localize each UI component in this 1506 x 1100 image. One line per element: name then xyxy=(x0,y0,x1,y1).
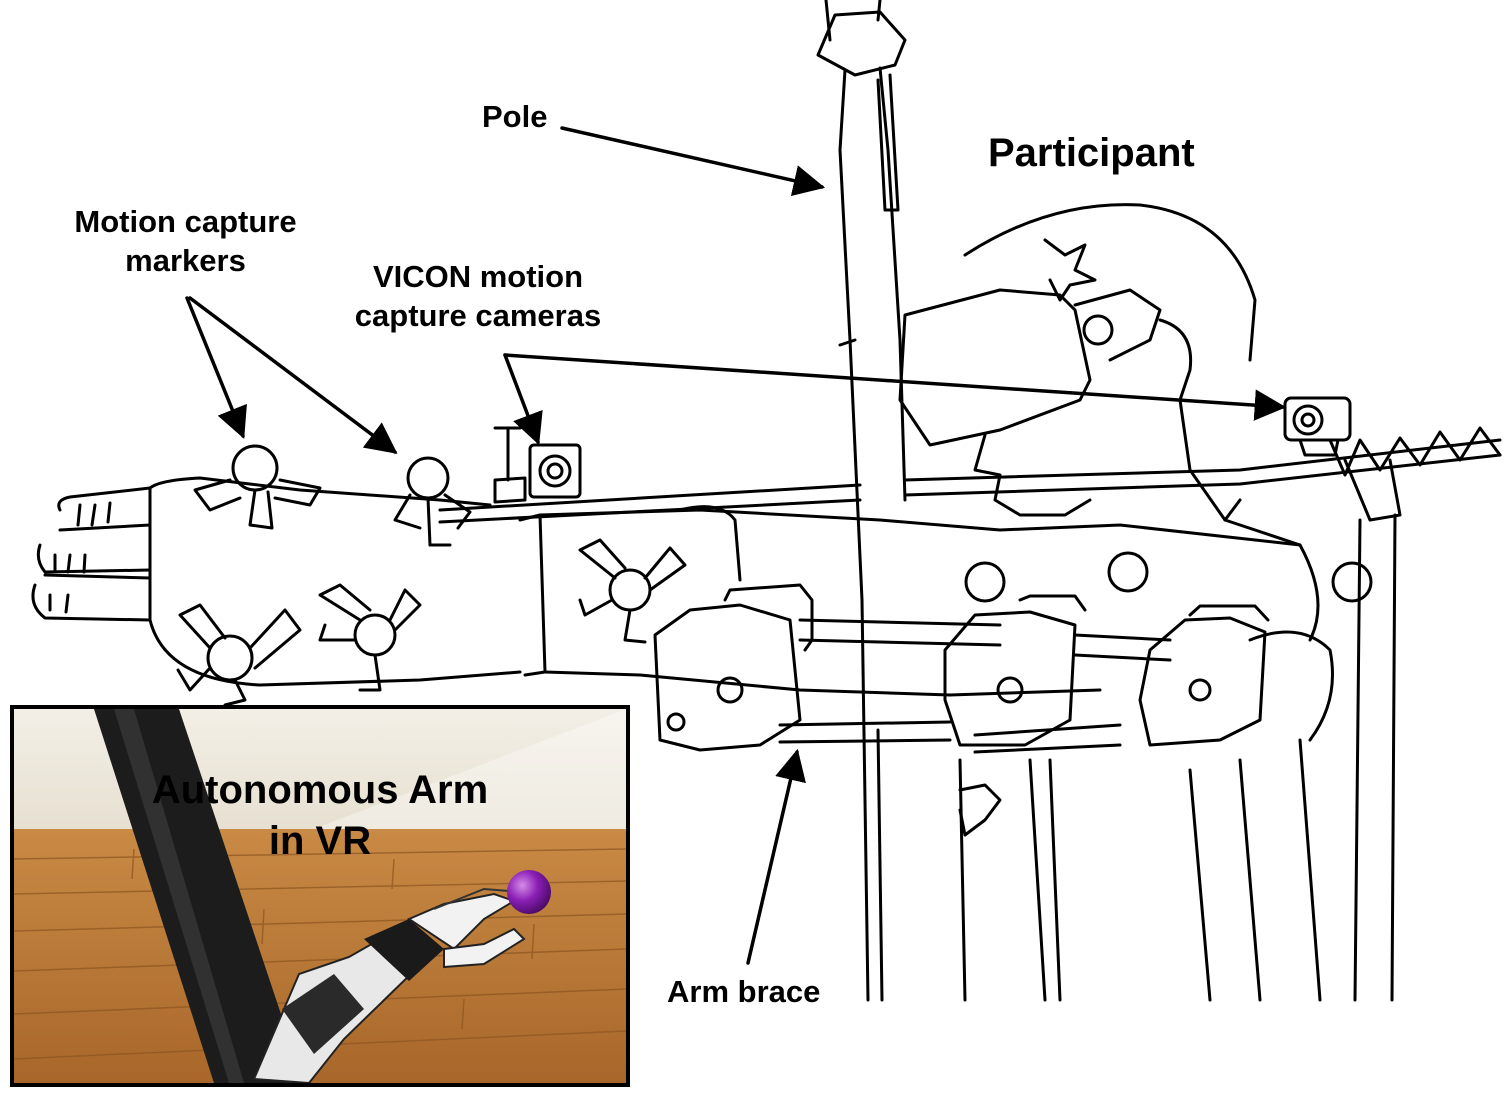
cameras-label: VICON motion capture cameras xyxy=(343,258,613,336)
pole-drawing xyxy=(816,0,907,1002)
camera-right xyxy=(1283,396,1352,457)
vr-inset-title-line2: in VR xyxy=(268,819,372,864)
hand-drawing xyxy=(31,476,522,687)
markers-drawing xyxy=(176,444,1373,837)
annotation-arrows xyxy=(185,126,1287,965)
vr-scene xyxy=(14,709,626,1083)
pole-arrow xyxy=(560,126,826,197)
cameras-arrow-left xyxy=(503,353,543,445)
cameras-arrow-right xyxy=(503,353,1287,421)
vr-target-ball xyxy=(507,870,551,914)
vr-inset-title: Autonomous Arm in VR xyxy=(14,765,626,867)
participant-label: Participant xyxy=(988,131,1195,175)
cameras-label-line2: capture cameras xyxy=(354,297,602,333)
markers-arrow-right xyxy=(188,296,398,454)
arm-brace-label: Arm brace xyxy=(667,974,821,1009)
markers-label-line2: markers xyxy=(125,242,246,278)
arm-brace-drawing xyxy=(653,583,1270,754)
vr-inset-panel: Autonomous Arm in VR xyxy=(10,705,630,1087)
participant-drawing xyxy=(838,203,1322,1002)
markers-label: Motion capture markers xyxy=(58,203,313,281)
markers-label-line1: Motion capture xyxy=(74,204,297,239)
vr-inset-title-line1: Autonomous Arm xyxy=(151,768,489,812)
cameras-label-line1: VICON motion xyxy=(372,259,584,294)
brace-arrow xyxy=(746,748,806,965)
vr-prosthetic-arm xyxy=(252,887,526,1083)
markers-arrow-left xyxy=(185,296,247,439)
pole-label: Pole xyxy=(482,99,548,134)
camera-left xyxy=(493,426,582,504)
